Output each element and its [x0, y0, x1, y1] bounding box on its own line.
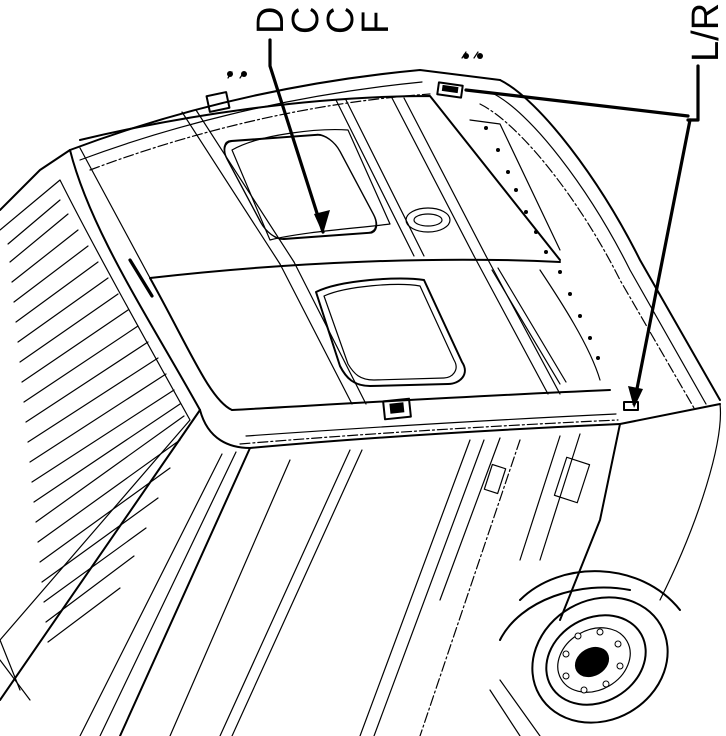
wheel-hub	[574, 646, 610, 678]
latch-strip-mid	[128, 258, 154, 298]
latch-bottom-right	[623, 401, 639, 411]
latch-bottom-center	[382, 397, 412, 421]
tail-light-right	[553, 456, 591, 504]
hinge-bolts-upper	[484, 126, 548, 254]
tire	[531, 596, 669, 724]
tail-light-center	[483, 463, 507, 495]
leader-lines	[268, 38, 700, 408]
wheel-rim	[545, 614, 647, 706]
door-handle-upper	[405, 207, 451, 233]
leader-line-lr-lower	[632, 118, 692, 406]
lower-body	[79, 403, 722, 736]
latch-top-left	[205, 91, 231, 113]
callout-label-c1: C	[285, 7, 327, 34]
callout-label-c2: C	[320, 7, 362, 34]
fastener-screws	[227, 51, 483, 79]
callout-labels-top: D C C F	[250, 7, 397, 34]
lug-nuts	[562, 628, 624, 694]
callout-label-lr: L/R	[685, 3, 726, 62]
door-latches	[128, 51, 639, 421]
upper-window	[223, 133, 378, 241]
leader-arrowhead-lr	[628, 386, 643, 408]
leader-arrowhead-d	[314, 210, 330, 234]
leader-line-lr-upper	[464, 88, 690, 118]
callout-label-f: F	[355, 11, 397, 34]
left-side-wall	[0, 149, 201, 701]
latch-top-right	[436, 81, 464, 99]
lower-window	[315, 277, 466, 387]
rear-wheel	[489, 570, 681, 736]
callout-label-d: D	[250, 7, 292, 34]
hinge-bolts-lower	[558, 270, 600, 360]
upper-door	[79, 95, 561, 279]
lower-door	[149, 255, 611, 411]
leader-line-lr	[686, 64, 700, 122]
leader-line-d	[268, 38, 325, 234]
